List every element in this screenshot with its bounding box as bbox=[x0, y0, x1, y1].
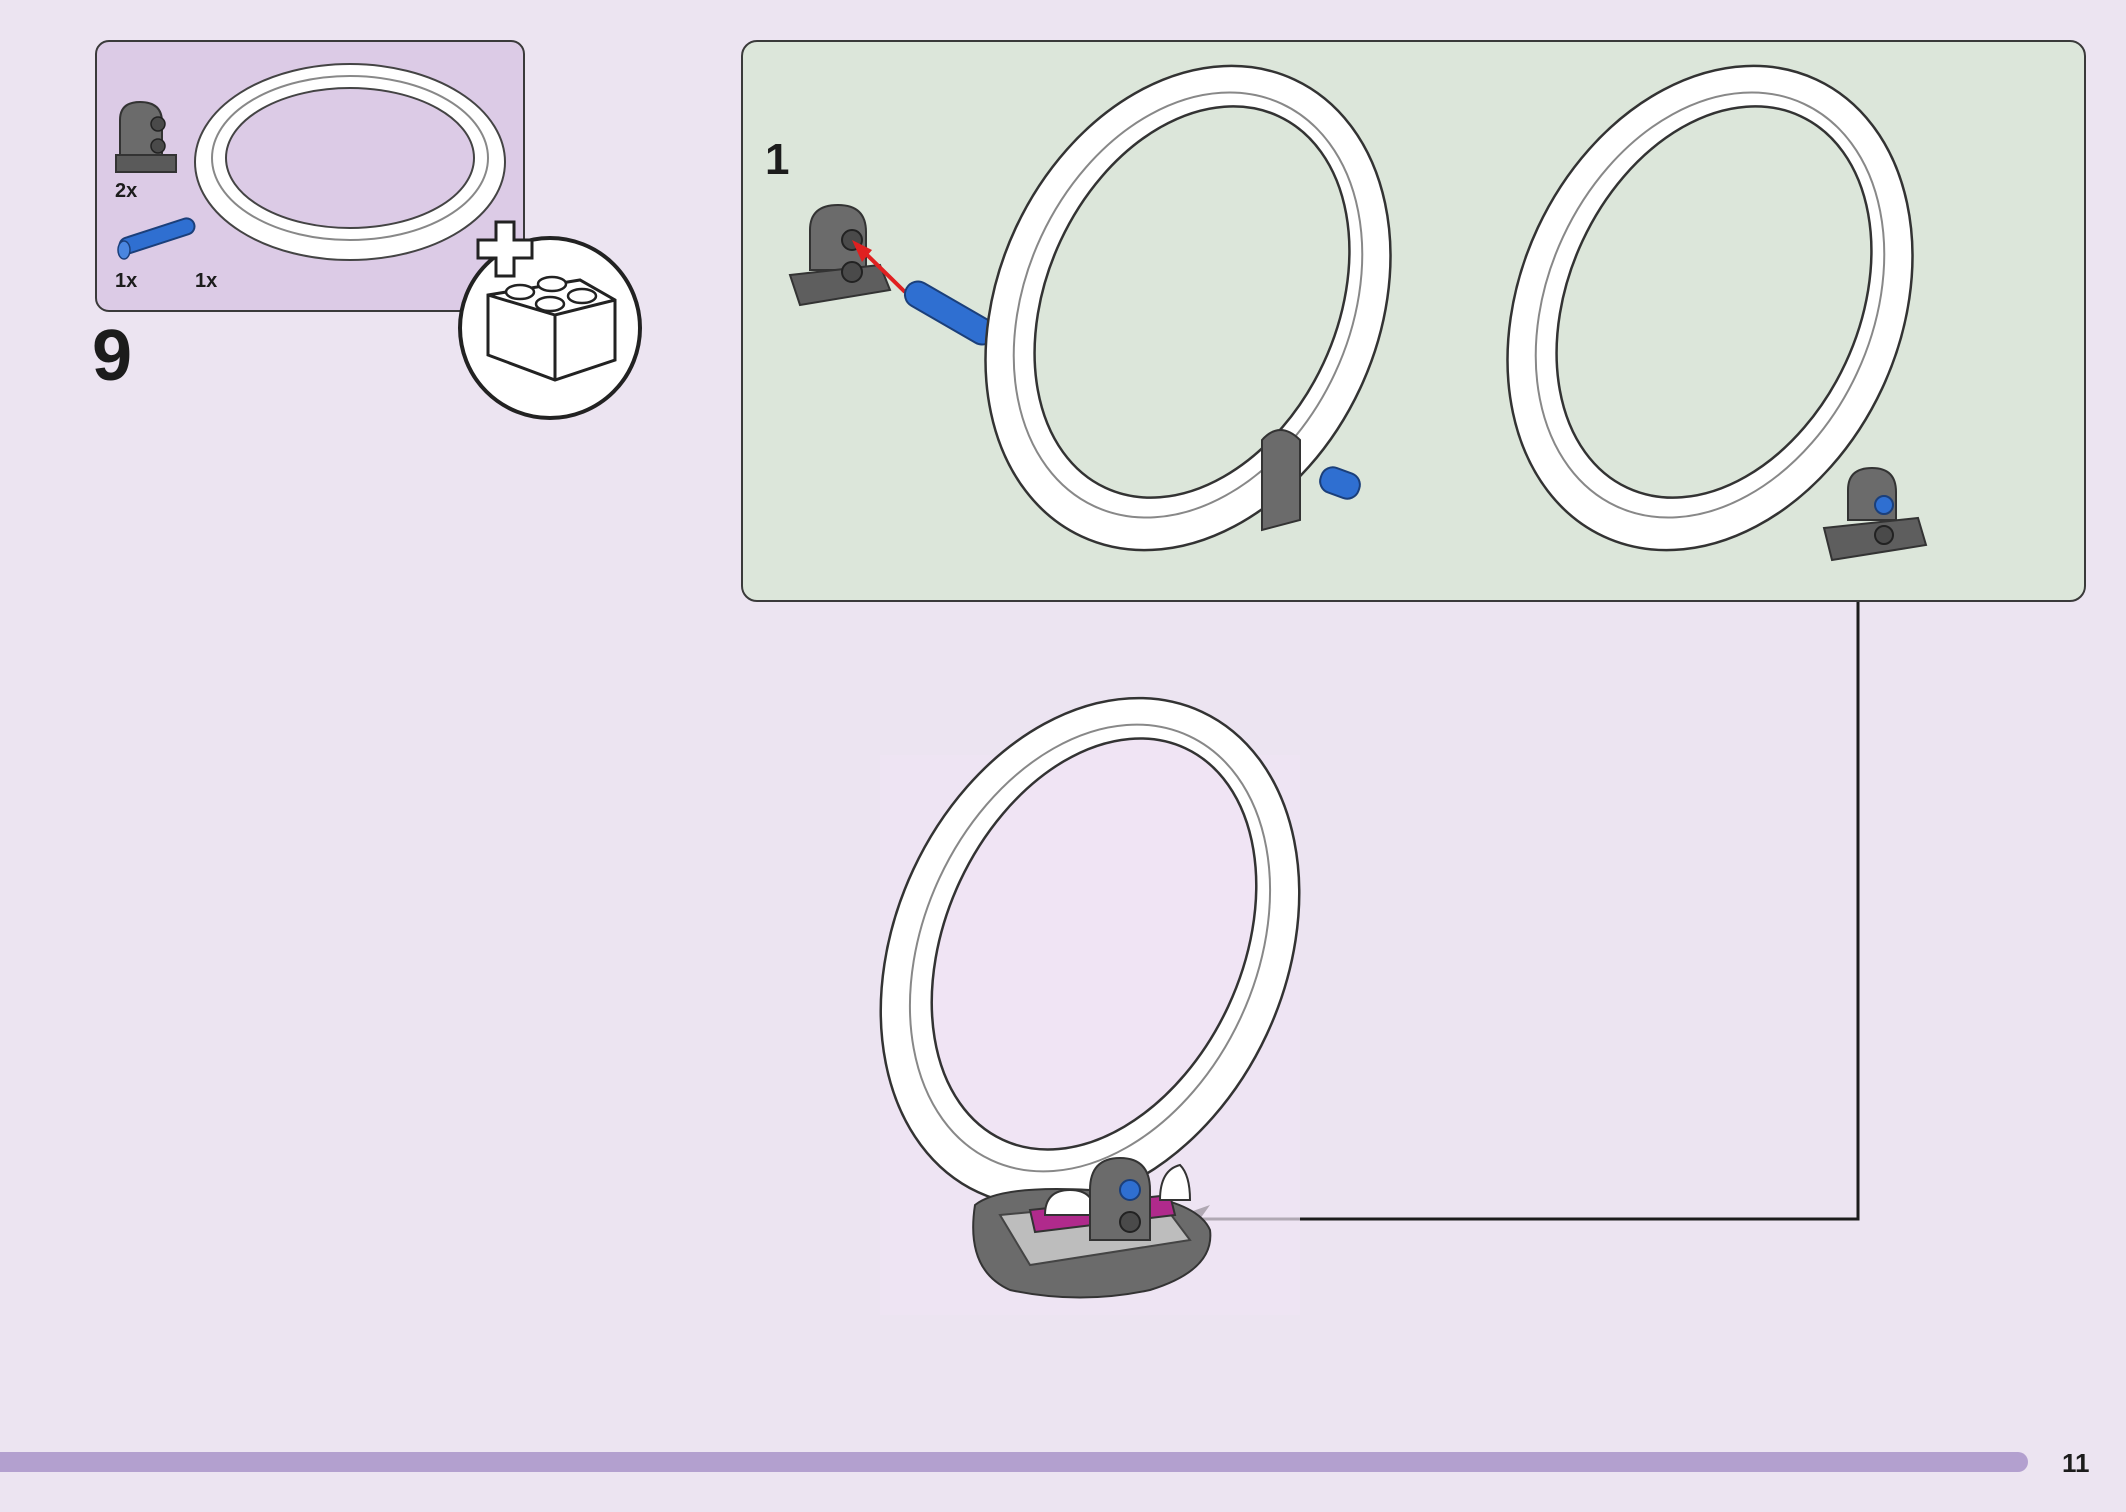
substep-1-connector bbox=[788, 203, 892, 307]
page-number: 11 bbox=[2062, 1448, 2090, 1478]
callout-line bbox=[1180, 602, 1860, 1221]
part-quantity-pin: 1x bbox=[115, 270, 138, 292]
main-model-base bbox=[972, 1156, 1212, 1299]
connector-part-icon bbox=[115, 100, 177, 173]
substep-2-ring bbox=[984, 64, 1392, 552]
substep-3-ring bbox=[1506, 64, 1928, 562]
new-brick-badge-icon bbox=[458, 220, 642, 420]
ring-part-icon bbox=[194, 63, 506, 261]
plus-icon bbox=[476, 220, 534, 278]
step-number: 9 bbox=[92, 316, 133, 396]
sub-step-label-1: 1 bbox=[765, 135, 790, 184]
insert-arrowhead bbox=[852, 240, 872, 262]
part-quantity-ring: 1x bbox=[195, 270, 218, 292]
part-quantity-connector: 2x bbox=[115, 180, 138, 202]
main-model-ring bbox=[879, 696, 1301, 1208]
blue-pin-part-icon bbox=[117, 217, 196, 260]
page-bottom-bar bbox=[0, 1452, 2028, 1472]
